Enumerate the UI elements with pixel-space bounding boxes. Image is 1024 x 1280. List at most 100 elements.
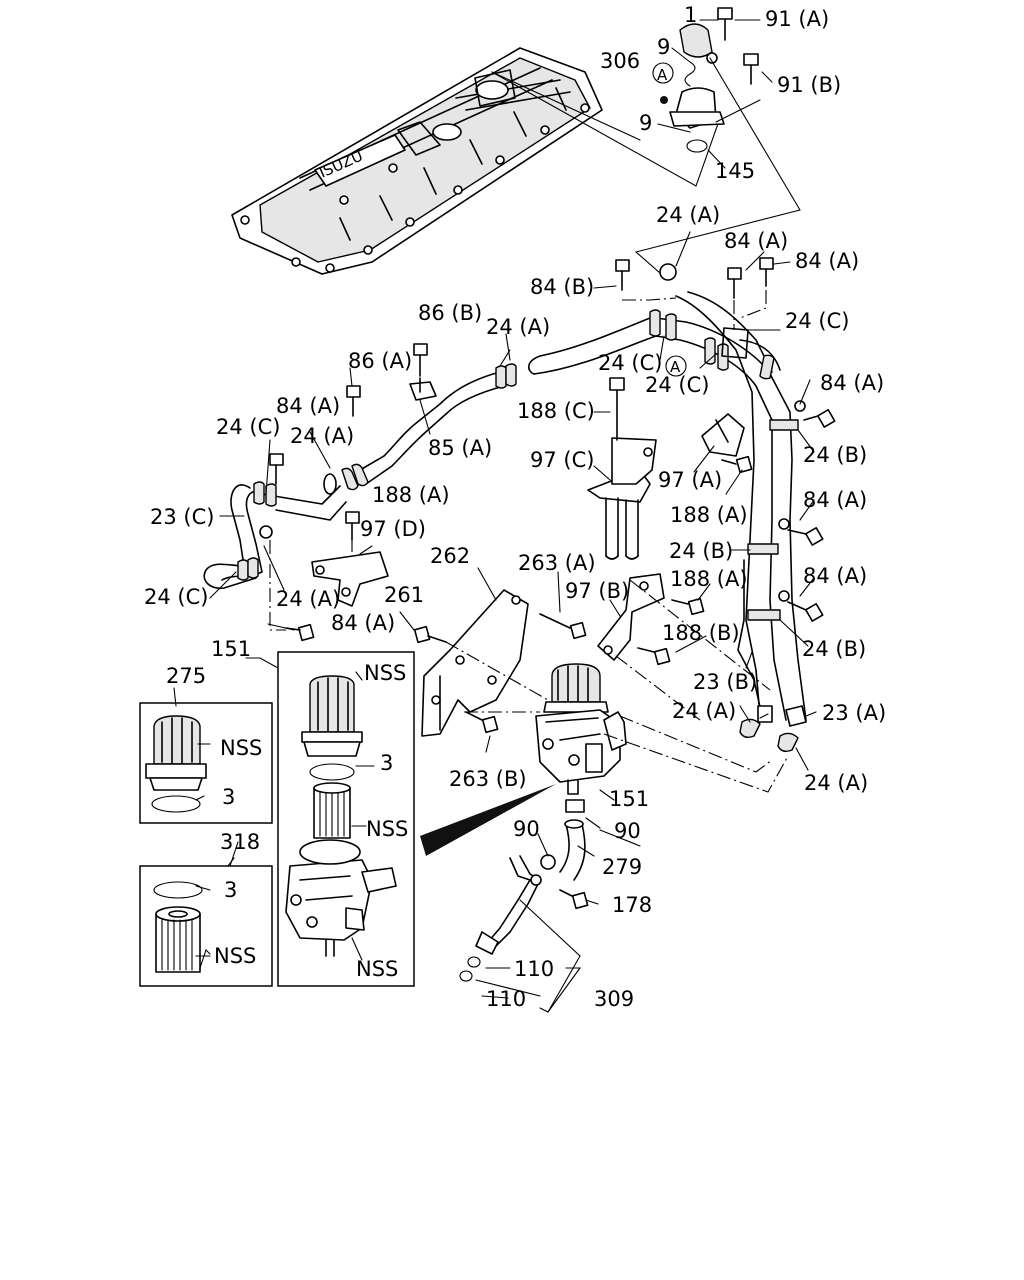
marker-a-top-text: A — [657, 66, 668, 84]
callout-nss-2: NSS — [220, 736, 262, 760]
washers-110 — [459, 956, 481, 982]
callout-24c-4: 24 (C) — [216, 415, 280, 439]
callout-188b: 188 (B) — [662, 621, 740, 645]
callout-24a-5: 24 (A) — [672, 699, 736, 723]
detail-box-318 — [139, 865, 273, 987]
detail-box-151 — [277, 651, 415, 987]
callout-84a-1: 84 (A) — [724, 229, 788, 253]
callout-97a: 97 (A) — [658, 468, 722, 492]
bolt-86a — [346, 385, 361, 417]
callout-309: 309 — [594, 987, 634, 1011]
callout-9-top: 9 — [657, 35, 670, 59]
bracket-262 — [421, 589, 529, 737]
callout-178: 178 — [612, 893, 652, 917]
bolt-188c — [609, 377, 625, 441]
callout-1: 1 — [684, 3, 697, 27]
upper-hose-group — [527, 263, 807, 727]
callout-91a: 91 (A) — [765, 7, 829, 31]
callout-86b: 86 (B) — [418, 301, 482, 325]
callout-261: 261 — [384, 583, 424, 607]
bolt-261 — [413, 625, 447, 644]
callout-24b-3: 24 (B) — [802, 637, 866, 661]
callout-84a-3: 84 (A) — [820, 371, 884, 395]
callout-97c: 97 (C) — [530, 448, 594, 472]
bracket-97a — [701, 413, 745, 457]
callout-84a-4: 84 (A) — [276, 394, 340, 418]
callout-84a-2: 84 (A) — [795, 249, 859, 273]
callout-86a: 86 (A) — [348, 349, 412, 373]
filter-element-318 — [153, 881, 203, 973]
callout-84b: 84 (B) — [530, 275, 594, 299]
bolt-263a — [539, 613, 587, 640]
bracket-97d — [311, 551, 389, 607]
marker-a-top — [652, 62, 674, 84]
detail-box-275 — [139, 702, 273, 824]
marker-a-mid — [665, 355, 687, 377]
callout-91b: 91 (B) — [777, 73, 841, 97]
callout-110-2: 110 — [486, 987, 526, 1011]
callout-24a-1: 24 (A) — [656, 203, 720, 227]
callout-263a: 263 (A) — [518, 551, 596, 575]
callout-151-mid: 151 — [609, 787, 649, 811]
callout-nss-3: NSS — [366, 817, 408, 841]
callout-188a-2: 188 (A) — [372, 483, 450, 507]
callout-306: 306 — [600, 49, 640, 73]
callout-24a-3: 24 (A) — [290, 424, 354, 448]
callout-23a: 23 (A) — [822, 701, 886, 725]
callout-3-2: 3 — [222, 785, 235, 809]
callout-24b-1: 24 (B) — [803, 443, 867, 467]
callout-145: 145 — [715, 159, 755, 183]
callout-24a-4: 24 (A) — [276, 587, 340, 611]
callout-24b-2: 24 (B) — [669, 539, 733, 563]
callout-nss-1: NSS — [364, 661, 406, 685]
callout-3-1: 3 — [380, 751, 393, 775]
bolt-188a-2 — [345, 511, 360, 541]
bolt-188b — [637, 647, 671, 666]
callout-97d: 97 (D) — [360, 517, 426, 541]
callout-9-bottom: 9 — [639, 111, 652, 135]
bolt-188a-1 — [721, 455, 753, 474]
callout-151-top: 151 — [211, 637, 251, 661]
filter-cap-275 — [145, 715, 207, 813]
callout-24c-3: 24 (C) — [645, 373, 709, 397]
bracket-97b — [597, 573, 665, 661]
bolt-84a-upper-1 — [727, 267, 742, 299]
callout-188c: 188 (C) — [517, 399, 595, 423]
callout-262: 262 — [430, 544, 470, 568]
callout-nss-4: NSS — [214, 944, 256, 968]
breather-assembly — [660, 23, 725, 153]
callout-84a-7: 84 (A) — [331, 611, 395, 635]
bolt-84a-right-1 — [803, 409, 836, 428]
callout-23c: 23 (C) — [150, 505, 214, 529]
callout-85a: 85 (A) — [428, 436, 492, 460]
bolt-86b — [413, 343, 428, 377]
marker-a-mid-text: A — [670, 358, 681, 376]
valve-cover: ISUZU — [231, 47, 603, 275]
callout-nss-5: NSS — [356, 957, 398, 981]
bolt-188a-3 — [671, 597, 705, 616]
callout-275: 275 — [166, 664, 206, 688]
callout-90-2: 90 — [614, 819, 641, 843]
callout-84a-5: 84 (A) — [803, 488, 867, 512]
hose-279 — [559, 819, 586, 881]
bolt-84a-left-2 — [285, 623, 315, 642]
callout-24c-2: 24 (C) — [598, 351, 662, 375]
callout-24c-1: 24 (C) — [785, 309, 849, 333]
bolt-84a-right-2 — [787, 527, 824, 546]
bolt-91b — [743, 53, 759, 85]
callout-110-1: 110 — [514, 957, 554, 981]
bolt-84a-upper-2 — [759, 257, 774, 287]
callout-279: 279 — [602, 855, 642, 879]
fitting-90 — [540, 799, 585, 870]
callout-318: 318 — [220, 830, 260, 854]
bolt-84a-left-1 — [269, 453, 284, 485]
callout-97b: 97 (B) — [565, 579, 629, 603]
callout-90-1: 90 — [513, 817, 540, 841]
callout-84a-6: 84 (A) — [803, 564, 867, 588]
callout-263b: 263 (B) — [449, 767, 527, 791]
callout-23b: 23 (B) — [693, 670, 757, 694]
leader-lines — [173, 231, 817, 1013]
callout-188a-3: 188 (A) — [670, 567, 748, 591]
callout-24a-2: 24 (A) — [486, 315, 550, 339]
